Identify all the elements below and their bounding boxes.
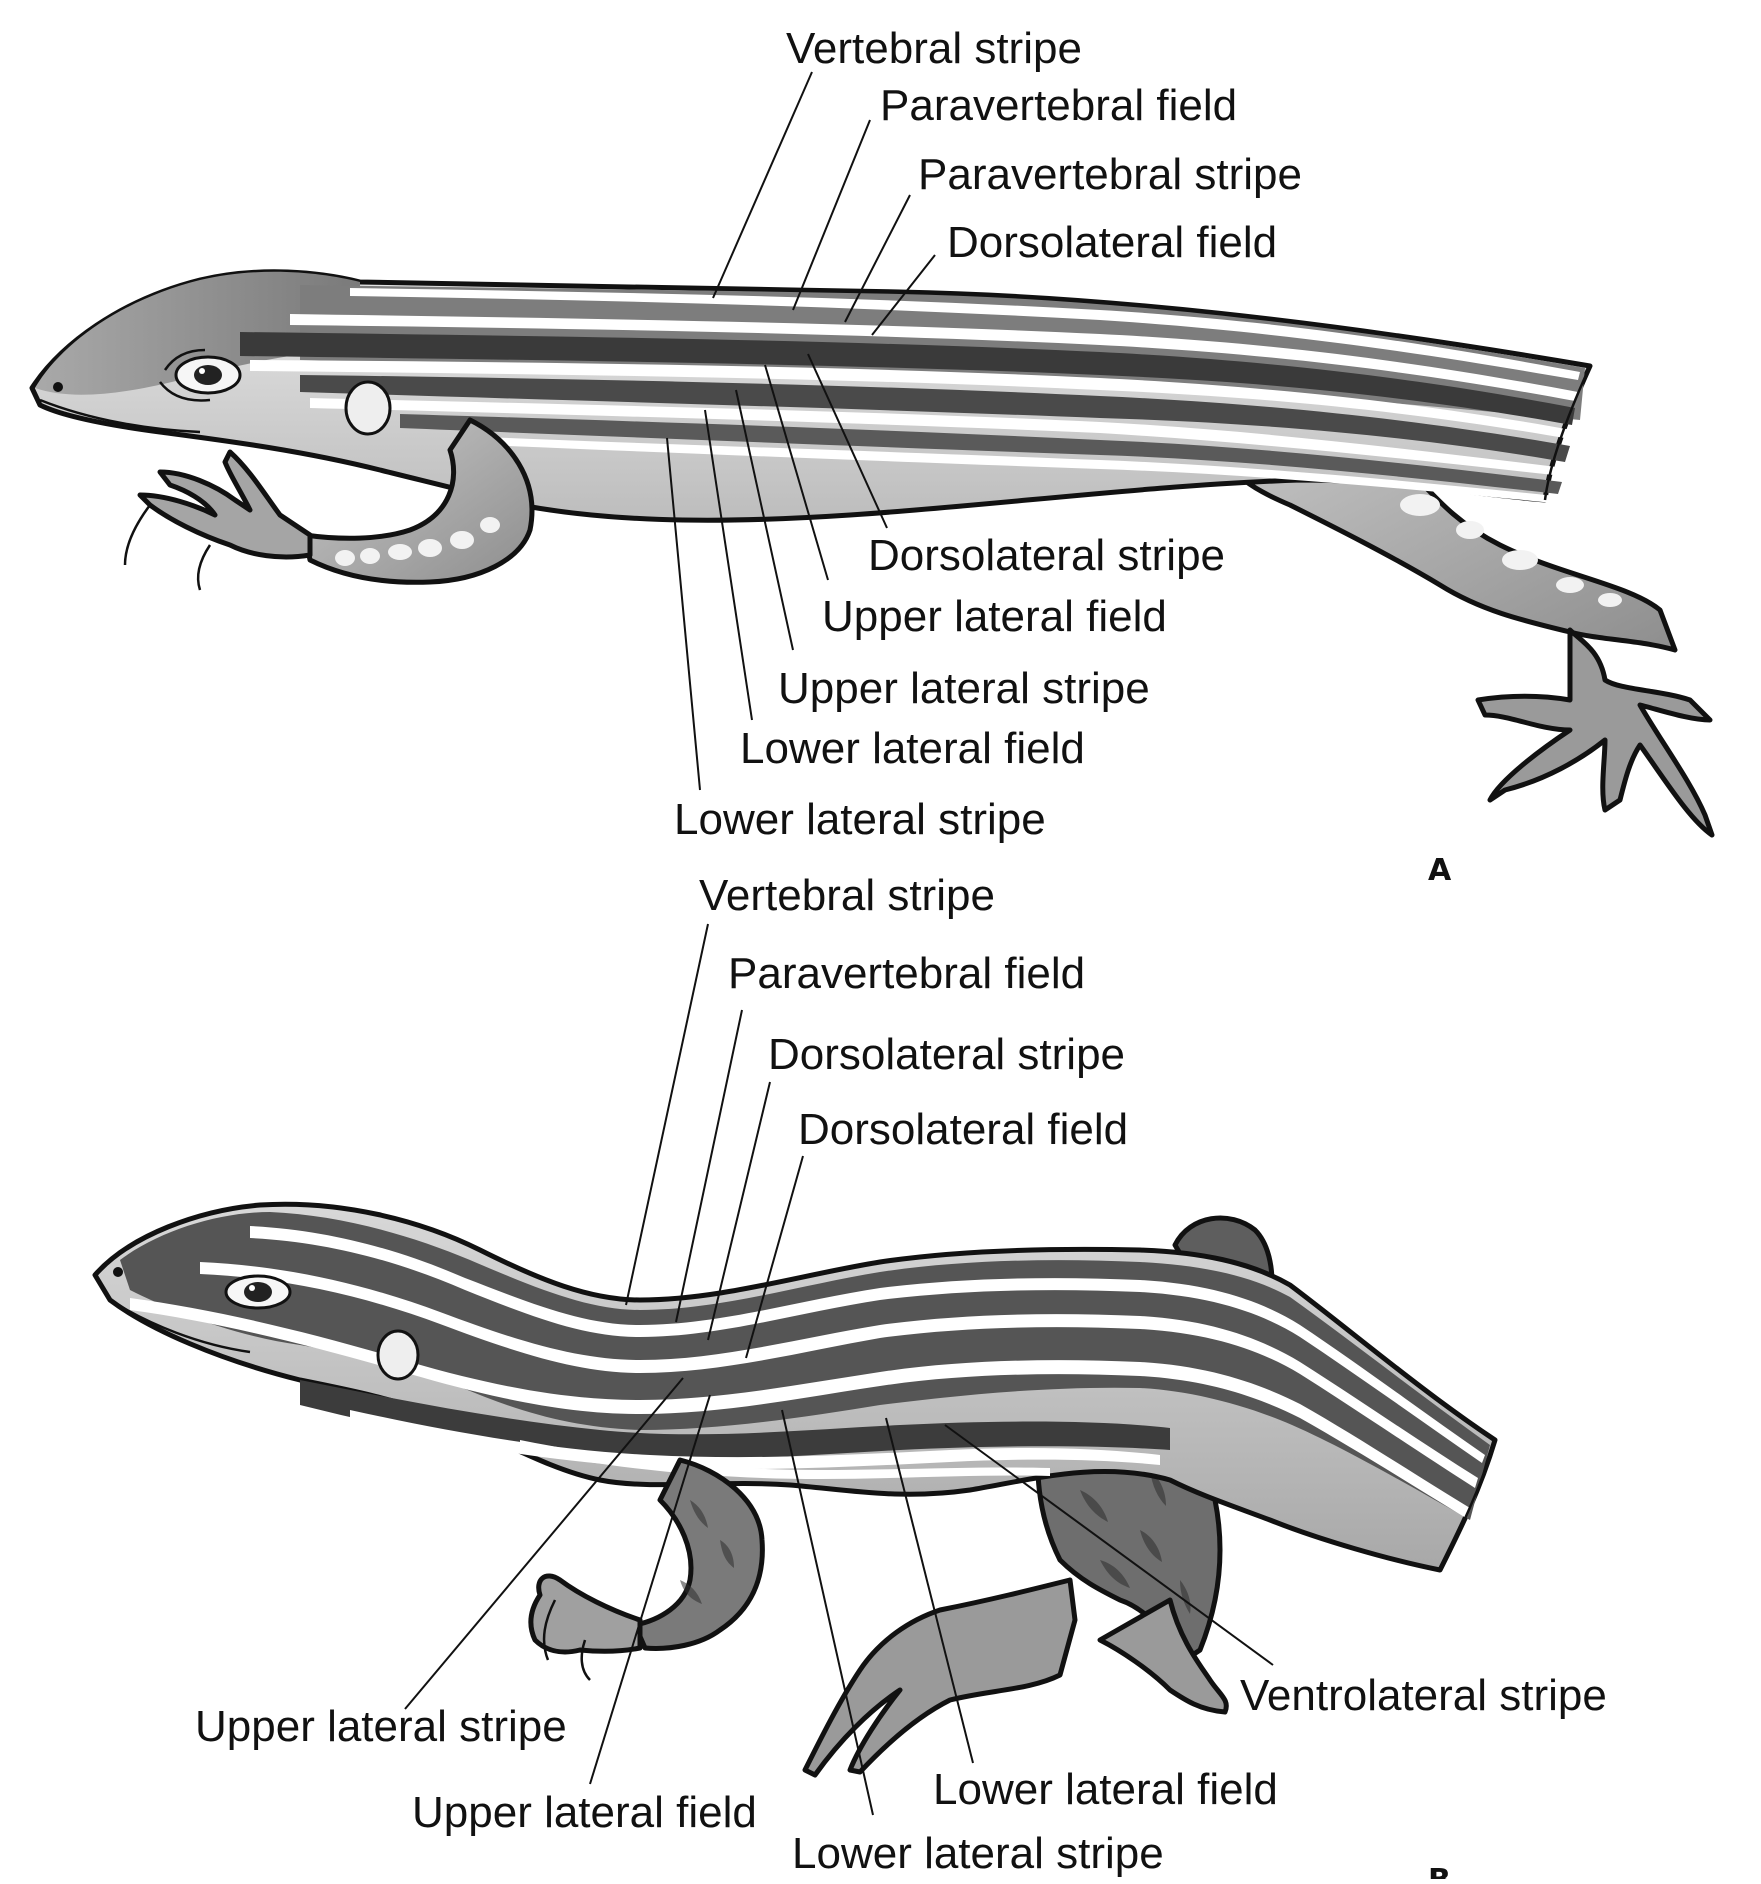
ear-opening-icon (344, 380, 392, 436)
label-lower-lateral-field-b: Lower lateral field (933, 1765, 1278, 1814)
label-paravertebral-field-b: Paravertebral field (728, 949, 1085, 998)
panel-letter-a: A (1428, 853, 1452, 888)
label-dorsolateral-field: Dorsolateral field (947, 218, 1277, 267)
ear-opening-icon-b (376, 1329, 420, 1381)
label-paravertebral-stripe: Paravertebral stripe (918, 150, 1302, 199)
panel-b-front-leg (528, 1457, 765, 1681)
label-upper-lateral-stripe-b: Upper lateral stripe (195, 1702, 567, 1751)
nostril-icon (53, 382, 63, 392)
label-upper-lateral-field: Upper lateral field (822, 592, 1167, 641)
panel-a-labels: Vertebral stripe Paravertebral field Par… (674, 24, 1452, 888)
panel-b-body (92, 1201, 1498, 1573)
label-lower-lateral-stripe: Lower lateral stripe (674, 795, 1046, 844)
panel-a-body (29, 269, 1593, 523)
label-vertebral-stripe: Vertebral stripe (786, 24, 1082, 73)
nostril-icon-b (113, 1267, 123, 1277)
label-paravertebral-field: Paravertebral field (880, 81, 1237, 130)
label-vertebral-stripe-b: Vertebral stripe (699, 871, 995, 920)
panel-b-leader-lines (404, 923, 1274, 1816)
panel-b-head (109, 1267, 420, 1381)
label-upper-lateral-stripe: Upper lateral stripe (778, 664, 1150, 713)
label-dorsolateral-stripe: Dorsolateral stripe (868, 531, 1225, 580)
label-dorsolateral-stripe-b: Dorsolateral stripe (768, 1030, 1125, 1079)
panel-a-leader-lines (666, 71, 936, 791)
label-lower-lateral-stripe-b: Lower lateral stripe (792, 1829, 1164, 1878)
label-upper-lateral-field-b: Upper lateral field (412, 1788, 757, 1837)
label-lower-lateral-field: Lower lateral field (740, 724, 1085, 773)
panel-b-labels: Vertebral stripe Paravertebral field Dor… (195, 871, 1607, 1884)
panel-a-head (39, 348, 392, 436)
panel-a-front-leg (123, 417, 535, 591)
panel-b: Vertebral stripe Paravertebral field Dor… (92, 871, 1607, 1884)
label-dorsolateral-field-b: Dorsolateral field (798, 1105, 1128, 1154)
panel-letter-b: B (1428, 1863, 1451, 1879)
label-ventrolateral-stripe-b: Ventrolateral stripe (1240, 1671, 1607, 1720)
panel-a: Vertebral stripe Paravertebral field Par… (29, 24, 1715, 888)
